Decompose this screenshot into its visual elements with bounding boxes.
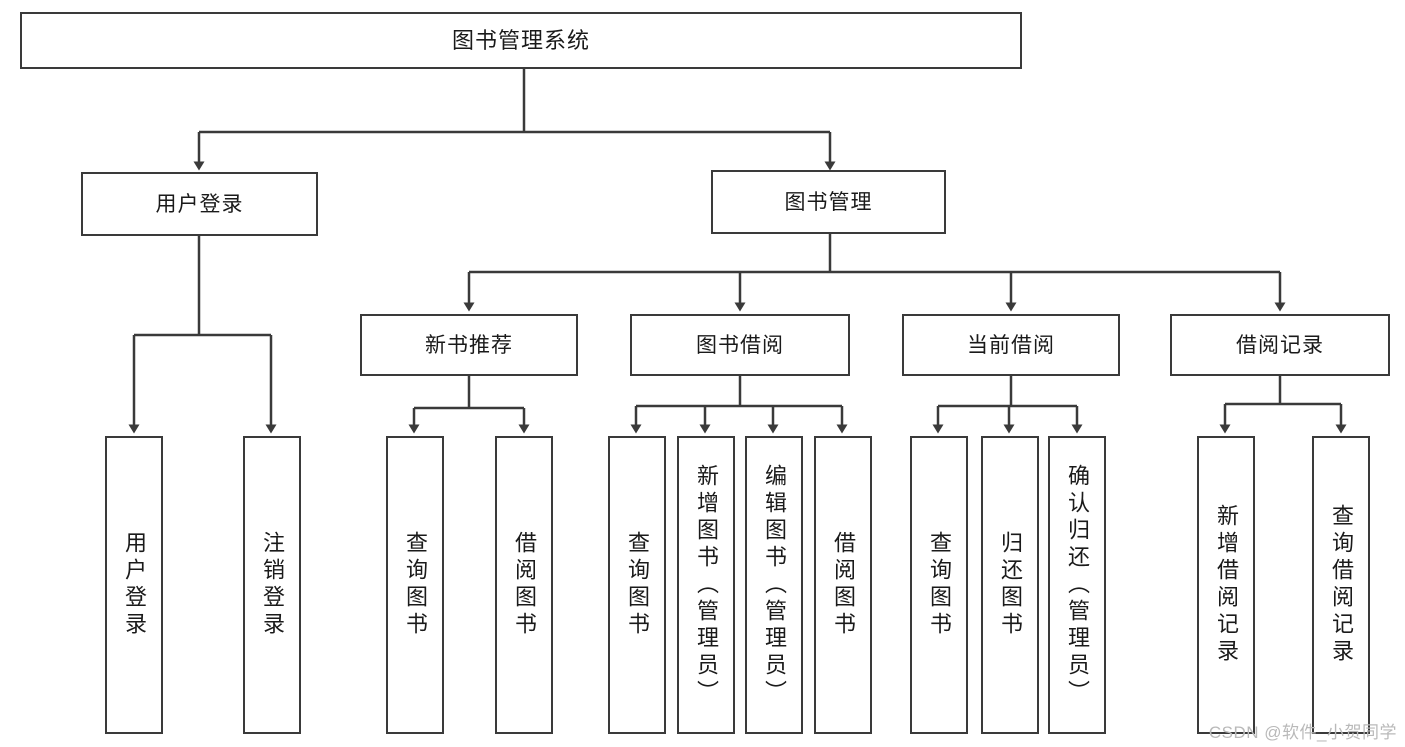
leaf-borrow-book-1[interactable]: 借阅图书 <box>495 436 553 734</box>
leaf-return-book-label: 归还图书 <box>998 531 1023 639</box>
node-new-book-recommend-label: 新书推荐 <box>425 333 513 357</box>
watermark: CSDN @软件_小贺同学 <box>1208 723 1397 742</box>
leaf-query-borrow-record-label: 查询借阅记录 <box>1329 504 1354 666</box>
leaf-add-book-label: 新增图书（管理员） <box>694 463 719 707</box>
leaf-return-book[interactable]: 归还图书 <box>981 436 1039 734</box>
leaf-add-borrow-record-label: 新增借阅记录 <box>1214 504 1239 666</box>
node-book-manage-label: 图书管理 <box>784 190 873 214</box>
leaf-confirm-return[interactable]: 确认归还（管理员） <box>1048 436 1106 734</box>
leaf-logout-login-label: 注销登录 <box>260 531 285 639</box>
leaf-query-book-3[interactable]: 查询图书 <box>910 436 968 734</box>
leaf-add-book[interactable]: 新增图书（管理员） <box>677 436 735 734</box>
node-current-borrow-label: 当前借阅 <box>967 333 1055 357</box>
leaf-borrow-book-1-label: 借阅图书 <box>512 531 537 639</box>
leaf-logout-login[interactable]: 注销登录 <box>243 436 301 734</box>
node-new-book-recommend[interactable]: 新书推荐 <box>360 314 578 376</box>
leaf-borrow-book-2-label: 借阅图书 <box>831 531 856 639</box>
leaf-query-book-2-label: 查询图书 <box>625 531 650 639</box>
leaf-query-borrow-record[interactable]: 查询借阅记录 <box>1312 436 1370 734</box>
leaf-query-book-3-label: 查询图书 <box>927 531 952 639</box>
leaf-confirm-return-label: 确认归还（管理员） <box>1065 463 1090 707</box>
leaf-borrow-book-2[interactable]: 借阅图书 <box>814 436 872 734</box>
leaf-query-book-2[interactable]: 查询图书 <box>608 436 666 734</box>
node-user-login[interactable]: 用户登录 <box>81 172 318 236</box>
leaf-add-borrow-record[interactable]: 新增借阅记录 <box>1197 436 1255 734</box>
leaf-user-login-label: 用户登录 <box>122 531 147 639</box>
node-root[interactable]: 图书管理系统 <box>20 12 1022 69</box>
leaf-query-book-1-label: 查询图书 <box>403 531 428 639</box>
node-root-label: 图书管理系统 <box>451 27 590 53</box>
leaf-query-book-1[interactable]: 查询图书 <box>386 436 444 734</box>
node-book-manage[interactable]: 图书管理 <box>711 170 946 234</box>
node-book-borrow[interactable]: 图书借阅 <box>630 314 850 376</box>
node-current-borrow[interactable]: 当前借阅 <box>902 314 1120 376</box>
leaf-edit-book[interactable]: 编辑图书（管理员） <box>745 436 803 734</box>
node-borrow-record[interactable]: 借阅记录 <box>1170 314 1390 376</box>
node-book-borrow-label: 图书借阅 <box>696 333 784 357</box>
node-user-login-label: 用户登录 <box>155 192 244 216</box>
leaf-edit-book-label: 编辑图书（管理员） <box>762 463 787 707</box>
leaf-user-login[interactable]: 用户登录 <box>105 436 163 734</box>
node-borrow-record-label: 借阅记录 <box>1236 333 1324 357</box>
